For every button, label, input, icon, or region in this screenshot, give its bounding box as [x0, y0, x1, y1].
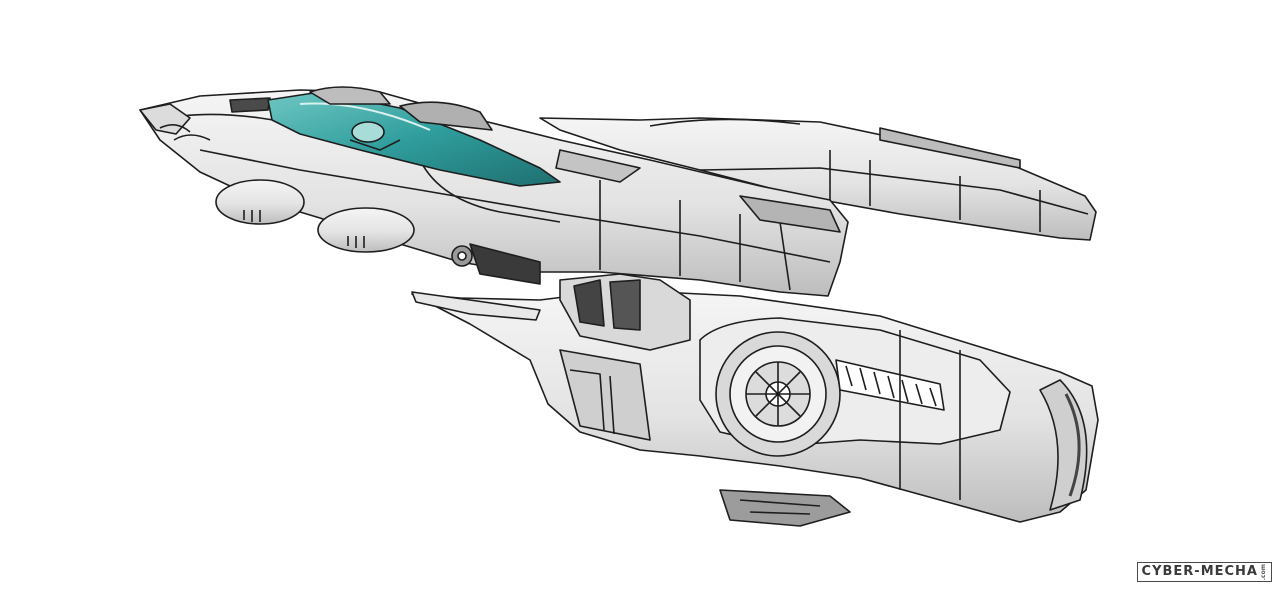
watermark-suffix: .com [1260, 563, 1267, 580]
upper-wing-nacelle [539, 117, 1097, 241]
canopy [267, 91, 561, 187]
ventral-fin [719, 489, 851, 527]
nose [139, 103, 211, 141]
canard-strut [411, 291, 541, 321]
main-engine [411, 273, 1099, 523]
forward-pods [215, 179, 473, 267]
watermark-text: CYBER-MECHA [1141, 564, 1258, 580]
watermark-logo: CYBER-MECHA .com [1136, 561, 1272, 582]
dorsal-bumps [309, 86, 493, 131]
